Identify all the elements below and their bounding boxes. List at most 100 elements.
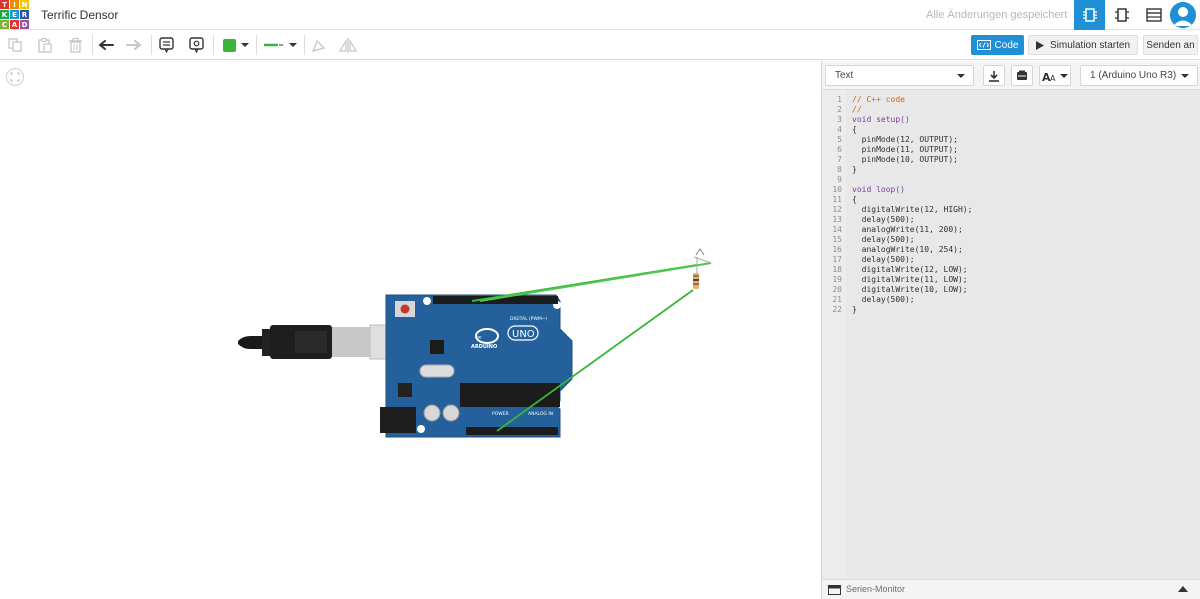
code-line: 6 pinMode(11, OUTPUT);	[822, 145, 1200, 155]
code-line: 19 digitalWrite(11, LOW);	[822, 275, 1200, 285]
logo-letter: I	[10, 0, 19, 9]
code-line: 11 {	[822, 195, 1200, 205]
code-text: }	[852, 165, 857, 174]
code-line: 17 delay(500);	[822, 255, 1200, 265]
download-icon	[989, 70, 999, 82]
wire-type-picker[interactable]	[261, 34, 299, 56]
line-number: 3	[837, 115, 842, 124]
undo-button[interactable]	[97, 34, 115, 56]
code-line: 7 pinMode(10, OUTPUT);	[822, 155, 1200, 165]
code-button[interactable]: Code	[971, 35, 1024, 55]
code-text: pinMode(10, OUTPUT);	[852, 155, 958, 164]
rgb-led[interactable]	[693, 247, 712, 273]
code-line: 9	[822, 175, 1200, 185]
wires[interactable]	[471, 262, 712, 432]
code-line: 3 void setup()	[822, 115, 1200, 125]
code-text: //	[852, 105, 862, 114]
send-to-button[interactable]: Senden an	[1143, 35, 1198, 55]
line-number: 22	[832, 305, 842, 314]
code-text: delay(500);	[852, 255, 915, 264]
component-list-icon	[1145, 8, 1162, 22]
circuit-view-button[interactable]	[1074, 0, 1105, 30]
code-line: 4{	[822, 125, 1200, 135]
play-icon	[1035, 40, 1044, 50]
code-line: 12 digitalWrite(12, HIGH);	[822, 205, 1200, 215]
code-mode-select[interactable]: Text	[825, 65, 974, 86]
board-select[interactable]: 1 (Arduino Uno R3)	[1080, 65, 1198, 86]
note-eye-icon	[188, 37, 204, 53]
line-number: 21	[832, 295, 842, 304]
code-text: analogWrite(11, 200);	[852, 225, 963, 234]
line-number: 18	[832, 265, 842, 274]
library-icon	[1017, 70, 1027, 80]
serial-monitor-icon	[828, 585, 841, 595]
notes-button[interactable]	[157, 34, 175, 56]
digital-pins-label: DIGITAL (PWM~)	[510, 316, 548, 322]
start-simulation-button[interactable]: Simulation starten	[1028, 35, 1138, 55]
download-code-button[interactable]	[983, 65, 1005, 86]
note-icon	[158, 37, 174, 53]
code-line: 1// C++ code	[822, 95, 1200, 105]
code-text: pinMode(12, OUTPUT);	[852, 135, 958, 144]
notes-visibility-button[interactable]	[187, 34, 205, 56]
copy-button[interactable]	[6, 34, 24, 56]
line-number: 9	[837, 175, 842, 184]
redo-button[interactable]	[125, 34, 143, 56]
resistor[interactable]	[693, 273, 699, 289]
serial-monitor-label: Serien-Monitor	[846, 584, 906, 594]
undo-icon	[99, 40, 114, 50]
paste-button[interactable]	[36, 34, 54, 56]
code-text: digitalWrite(12, HIGH);	[852, 205, 973, 214]
line-number: 7	[837, 155, 842, 164]
code-line: 10 void loop()	[822, 185, 1200, 195]
project-title[interactable]: Terrific Densor	[41, 8, 119, 22]
line-number: 15	[832, 235, 842, 244]
toolbar-divider	[213, 35, 214, 55]
line-number: 14	[832, 225, 842, 234]
code-text: void setup()	[852, 115, 910, 124]
line-number: 10	[832, 185, 842, 194]
line-number: 2	[837, 105, 842, 114]
schematic-view-button[interactable]	[1106, 0, 1137, 30]
libraries-button[interactable]	[1011, 65, 1033, 86]
code-text: digitalWrite(11, LOW);	[852, 275, 968, 284]
zoom-to-fit-button[interactable]	[6, 68, 24, 86]
circuit-canvas[interactable]: DIGITAL (PWM~) ∞ ARDUINO UNO POWER ANALO…	[0, 61, 821, 599]
power-pins-label: POWER	[492, 411, 509, 417]
chevron-up-icon[interactable]	[1178, 586, 1188, 592]
code-text: digitalWrite(10, LOW);	[852, 285, 968, 294]
line-number: 5	[837, 135, 842, 144]
code-text: {	[852, 195, 857, 204]
schematic-view-icon	[1114, 8, 1129, 22]
color-picker[interactable]	[219, 34, 253, 56]
code-text: void loop()	[852, 185, 905, 194]
redo-icon	[126, 40, 141, 50]
line-number: 19	[832, 275, 842, 284]
mirror-button[interactable]	[339, 34, 357, 56]
serial-monitor-bar[interactable]: Serien-Monitor	[822, 579, 1200, 599]
code-text: // C++ code	[852, 95, 905, 104]
code-mode-value: Text	[835, 70, 854, 81]
toolbar-divider	[304, 35, 305, 55]
code-text: {	[852, 125, 857, 134]
copy-icon	[8, 38, 22, 52]
chevron-down-icon	[1181, 74, 1189, 78]
code-line: 18 digitalWrite(12, LOW);	[822, 265, 1200, 275]
rotate-button[interactable]	[309, 34, 327, 56]
user-avatar[interactable]	[1170, 2, 1196, 28]
code-line: 8}	[822, 165, 1200, 175]
component-list-button[interactable]	[1138, 0, 1169, 30]
code-line: 15 delay(500);	[822, 235, 1200, 245]
arduino-uno-board[interactable]: DIGITAL (PWM~) ∞ ARDUINO UNO POWER ANALO…	[380, 294, 573, 438]
code-line: 16 analogWrite(10, 254);	[822, 245, 1200, 255]
line-number: 11	[832, 195, 842, 204]
delete-button[interactable]	[66, 34, 84, 56]
logo-letter: N	[20, 0, 29, 9]
uno-text: UNO	[512, 329, 535, 340]
